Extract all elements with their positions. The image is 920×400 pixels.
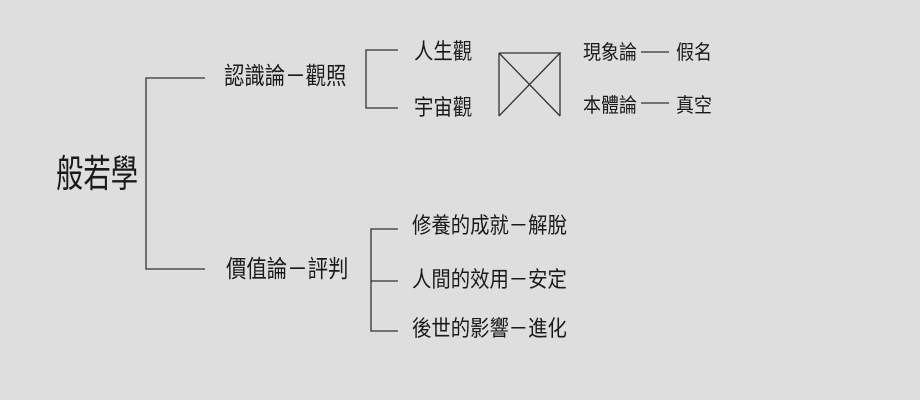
meaning-noumenon: 真空 (676, 93, 712, 117)
crossing-box (498, 52, 562, 117)
axiology-bracket (370, 228, 398, 332)
outlook-cosmos: 宇宙觀 (414, 96, 473, 121)
outlook-life: 人生觀 (414, 40, 473, 65)
root-bracket (145, 77, 205, 270)
meaning-phenomenon: 假名 (676, 40, 712, 64)
value-item-utility: 人間的效用－安定 (412, 268, 567, 293)
epistemology-bracket (365, 49, 398, 109)
theory-phenomenon: 現象論 (583, 40, 637, 64)
theory-noumenon: 本體論 (583, 93, 637, 117)
value-item-cultivation: 修養的成就－解脫 (412, 214, 567, 239)
root-label: 般若學 (56, 152, 139, 196)
epistemology-label: 認識論－觀照 (224, 62, 347, 90)
value-item-influence: 後世的影響－進化 (412, 317, 567, 342)
axiology-label: 價值論－評判 (226, 255, 349, 283)
